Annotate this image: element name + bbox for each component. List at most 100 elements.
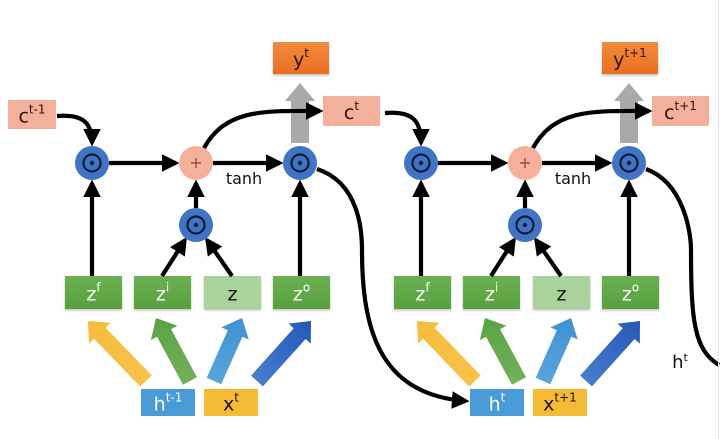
cell-state-next-box-0-label-base: c bbox=[344, 102, 354, 124]
multiply-icon-dot bbox=[297, 160, 303, 166]
hidden-input-box-0-bg bbox=[141, 389, 195, 416]
input-arrow-lightblue bbox=[535, 318, 578, 385]
output-gate-box-1-bg bbox=[602, 276, 659, 309]
input-gate-box-0: zi bbox=[134, 276, 191, 309]
add-node bbox=[179, 146, 213, 180]
multiply-icon-dot bbox=[89, 160, 95, 166]
candidate-box-1-bg bbox=[533, 276, 590, 309]
add-icon-glyph bbox=[191, 158, 201, 168]
input-arrow-green bbox=[479, 318, 526, 385]
output-gate-box-1-label-sup: o bbox=[632, 281, 639, 295]
output-y-box-0-label-base: y bbox=[293, 49, 304, 71]
cell-state-next-box-1: ct+1 bbox=[652, 96, 709, 126]
hidden-input-box-1-label-sup: t bbox=[501, 391, 506, 405]
output-gate-box-1: zo bbox=[602, 276, 659, 309]
hidden-input-box-1-bg bbox=[470, 389, 524, 416]
forget-gate-box-1-label-sup: f bbox=[425, 281, 430, 295]
input-gate-box-1: zi bbox=[463, 276, 520, 309]
x-input-box-1-label-base: x bbox=[543, 394, 554, 416]
hidden-input-box-1-label-base: h bbox=[489, 394, 501, 416]
cell-state-out-arrow bbox=[202, 102, 324, 150]
x-input-box-1-bg bbox=[533, 389, 587, 416]
x-input-box-1-label: xt+1 bbox=[543, 391, 577, 416]
output-y-box-1-label-base: y bbox=[613, 49, 624, 71]
multiply-icon-ring bbox=[82, 153, 102, 173]
zi-to-input-arrow bbox=[489, 237, 516, 278]
output-gate-box-0: zo bbox=[273, 276, 330, 309]
z-to-input-arrow bbox=[533, 237, 563, 278]
hidden-input-box-0-label: ht-1 bbox=[154, 391, 183, 416]
cell-state-next-box-0-bg bbox=[323, 96, 380, 126]
output-gate-box-0-label: zo bbox=[293, 281, 310, 306]
hidden-state-out-label: ht bbox=[672, 351, 688, 373]
forget-gate-box-1-label: zf bbox=[415, 281, 430, 306]
cell-state-prev-box-label-base: c bbox=[18, 106, 28, 128]
multiply-icon-ring bbox=[619, 153, 639, 173]
input-multiply-node bbox=[179, 208, 213, 242]
hidden-input-box-0-label-base: h bbox=[154, 394, 166, 416]
multiply-icon-ring bbox=[290, 153, 310, 173]
candidate-box-0: z bbox=[204, 276, 261, 309]
x-input-box-0-label-sup: t bbox=[234, 391, 239, 405]
output-y-box-0-label-sup: t bbox=[304, 46, 309, 60]
input-gate-box-0-bg bbox=[134, 276, 191, 309]
input-gate-box-1-label: zi bbox=[485, 281, 498, 306]
multiply-icon-ring bbox=[411, 153, 431, 173]
forget-gate-box-0: zf bbox=[65, 276, 122, 309]
output-y-box-1-label-sup: t+1 bbox=[624, 46, 646, 60]
cell-state-next-box-1-label-sup: t+1 bbox=[675, 99, 697, 113]
candidate-box-0-label-base: z bbox=[228, 284, 238, 306]
output-y-box-0: yt bbox=[273, 42, 329, 74]
hidden-state-out-arrow bbox=[316, 167, 470, 409]
x-input-box-0-bg bbox=[204, 389, 258, 416]
multiply-icon-dot bbox=[418, 160, 424, 166]
output-multiply-node bbox=[283, 146, 317, 180]
forget-gate-box-1-label-base: z bbox=[415, 284, 425, 306]
cell-state-in-arrow bbox=[56, 113, 101, 147]
cell-state-next-box-0: ct bbox=[323, 96, 380, 126]
add-node bbox=[508, 146, 542, 180]
hidden-state-out-label-base: h bbox=[672, 352, 683, 373]
hidden-input-box-0-label-sup: t-1 bbox=[166, 391, 183, 405]
multiply-icon-dot bbox=[522, 222, 528, 228]
multiply-icon-ring bbox=[186, 215, 206, 235]
output-y-box-1: yt+1 bbox=[602, 42, 658, 74]
input-multiply-node bbox=[508, 208, 542, 242]
forget-gate-box-0-label-base: z bbox=[86, 284, 96, 306]
cell-state-next-box-1-label-base: c bbox=[664, 102, 674, 124]
cell-state-next-box-0-label: ct bbox=[344, 99, 359, 124]
input-arrow-yellow bbox=[88, 321, 152, 387]
candidate-box-1: z bbox=[533, 276, 590, 309]
input-arrow-darkblue bbox=[251, 321, 311, 387]
cell-state-prev-box: ct-1 bbox=[8, 100, 56, 129]
output-multiply-node bbox=[612, 146, 646, 180]
forget-multiply-node bbox=[404, 146, 438, 180]
z-to-input-arrow bbox=[204, 237, 234, 278]
cell-state-out-arrow bbox=[531, 102, 653, 150]
input-arrow-green bbox=[150, 318, 197, 385]
cell-state-next-box-1-bg bbox=[652, 96, 709, 126]
multiply-icon-ring bbox=[515, 215, 535, 235]
forget-gate-box-1: zf bbox=[394, 276, 451, 309]
cell-state-prev-box-label: ct-1 bbox=[18, 103, 45, 128]
candidate-box-0-bg bbox=[204, 276, 261, 309]
x-input-box-1-label-sup: t+1 bbox=[554, 391, 576, 405]
forget-gate-box-0-bg bbox=[65, 276, 122, 309]
forget-multiply-node bbox=[75, 146, 109, 180]
input-arrow-darkblue bbox=[580, 321, 640, 387]
output-gate-box-0-label-base: z bbox=[293, 284, 303, 306]
candidate-box-1-label: z bbox=[557, 284, 567, 306]
input-gate-box-0-label-base: z bbox=[156, 284, 166, 306]
cell-state-prev-box-label-sup: t-1 bbox=[29, 103, 46, 117]
multiply-icon-dot bbox=[626, 160, 632, 166]
output-gate-box-1-label-base: z bbox=[622, 284, 632, 306]
cell-state-next-box-1-label: ct+1 bbox=[664, 99, 697, 124]
x-input-box-0-label-base: x bbox=[223, 394, 234, 416]
cell-state-next-box-0-label-sup: t bbox=[354, 99, 359, 113]
cell-state-prev-box-bg bbox=[8, 100, 56, 129]
input-gate-box-1-bg bbox=[463, 276, 520, 309]
tanh-label: tanh bbox=[226, 169, 262, 188]
zi-to-input-arrow bbox=[160, 237, 187, 278]
multiply-icon-dot bbox=[193, 222, 199, 228]
